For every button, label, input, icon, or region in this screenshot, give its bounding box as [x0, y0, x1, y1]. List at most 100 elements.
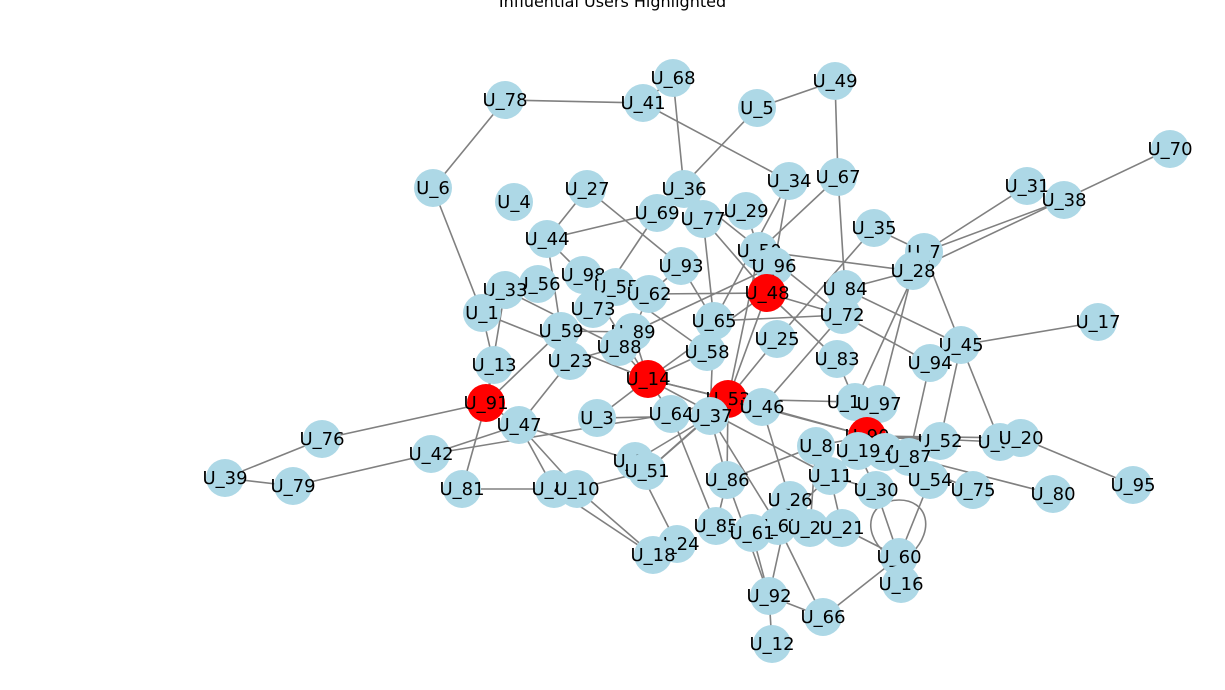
node-U_44: U_44 [524, 220, 570, 258]
edge-U_28-U_97 [878, 270, 914, 405]
edge-U_14-U_11 [647, 378, 831, 477]
node-U_37: U_37 [687, 397, 733, 435]
node-U_59: U_59 [538, 312, 584, 350]
node-U_81: U_81 [439, 470, 485, 508]
node-circle-U_97 [860, 385, 898, 423]
node-label-U_1: U_1 [465, 303, 499, 324]
node-label-U_28: U_28 [890, 261, 935, 282]
node-label-U_8: U_8 [799, 436, 833, 457]
node-circle-U_21 [823, 509, 861, 547]
node-circle-U_59 [542, 312, 580, 350]
node-circle-U_80 [1034, 475, 1072, 513]
node-label-U_58: U_58 [684, 342, 729, 363]
node-U_18: U_18 [630, 536, 676, 574]
node-U_33: U_33 [482, 271, 528, 309]
node-U_23: U_23 [547, 342, 593, 380]
node-label-U_48: U_48 [744, 283, 789, 304]
node-circle-U_79 [274, 467, 312, 505]
node-U_67: U_67 [815, 158, 861, 196]
edge-U_38-U_7 [923, 199, 1065, 253]
node-label-U_64: U_64 [648, 404, 693, 425]
node-circle-U_14 [629, 360, 667, 398]
node-U_54: U_54 [907, 461, 953, 499]
node-label-U_75: U_75 [950, 480, 995, 501]
node-U_31: U_31 [1004, 167, 1050, 205]
node-label-U_25: U_25 [754, 329, 799, 350]
edge-U_31-U_7 [923, 185, 1028, 253]
node-circle-U_54 [911, 461, 949, 499]
edge-U_37-U_63 [709, 415, 779, 527]
node-label-U_55: U_55 [593, 277, 638, 298]
node-label-U_33: U_33 [482, 280, 527, 301]
node-label-U_22: U_22 [787, 518, 832, 539]
node-U_13: U_13 [471, 346, 517, 384]
node-label-U_77: U_77 [680, 209, 725, 230]
node-U_47: U_47 [496, 406, 542, 444]
node-U_77: U_77 [680, 200, 726, 238]
node-circle-U_36 [665, 170, 703, 208]
node-U_46: U_46 [739, 388, 785, 426]
node-label-U_69: U_69 [634, 203, 679, 224]
node-U_42: U_42 [408, 435, 454, 473]
node-label-U_84: U_84 [822, 279, 867, 300]
node-circle-U_33 [486, 271, 524, 309]
node-label-U_46: U_46 [739, 397, 784, 418]
node-U_5: U_5 [738, 89, 776, 127]
node-label-U_3: U_3 [580, 408, 614, 429]
edge-U_42-U_64 [430, 413, 672, 455]
node-U_94: U_94 [907, 344, 953, 382]
node-U_38: U_38 [1041, 181, 1087, 219]
node-label-U_36: U_36 [661, 179, 706, 200]
node-label-U_83: U_83 [814, 349, 859, 370]
node-circle-U_68 [654, 59, 692, 97]
node-label-U_39: U_39 [202, 468, 247, 489]
node-circle-U_64 [652, 395, 690, 433]
node-label-U_87: U_87 [886, 447, 931, 468]
node-label-U_66: U_66 [800, 607, 845, 628]
node-label-U_4: U_4 [497, 192, 531, 213]
node-U_36: U_36 [661, 170, 707, 208]
node-label-U_10: U_10 [554, 479, 599, 500]
node-U_20: U_20 [998, 419, 1044, 457]
node-label-U_94: U_94 [907, 353, 952, 374]
node-label-U_27: U_27 [564, 179, 609, 200]
node-circle-U_25 [758, 320, 796, 358]
node-label-U_31: U_31 [1004, 176, 1049, 197]
node-label-U_47: U_47 [496, 415, 541, 436]
node-U_49: U_49 [812, 62, 858, 100]
node-U_79: U_79 [270, 467, 316, 505]
node-U_75: U_75 [950, 471, 996, 509]
node-label-U_21: U_21 [819, 518, 864, 539]
node-U_61: U_61 [729, 514, 775, 552]
node-U_69: U_69 [634, 194, 680, 232]
node-label-U_59: U_59 [538, 321, 583, 342]
node-U_3: U_3 [578, 399, 616, 437]
node-circle-U_72 [823, 296, 861, 334]
node-circle-U_93 [662, 247, 700, 285]
node-label-U_20: U_20 [998, 428, 1043, 449]
node-circle-U_27 [568, 170, 606, 208]
node-label-U_16: U_16 [878, 574, 923, 595]
edge-U_84-U_45 [844, 288, 962, 346]
edge-U_6-U_1 [432, 187, 483, 314]
node-U_88: U_88 [596, 328, 642, 366]
node-label-U_70: U_70 [1147, 139, 1192, 160]
node-U_51: U_51 [624, 452, 670, 490]
node-label-U_88: U_88 [596, 337, 641, 358]
node-label-U_26: U_26 [767, 490, 812, 511]
node-label-U_29: U_29 [723, 201, 768, 222]
node-label-U_93: U_93 [658, 256, 703, 277]
node-circle-U_56 [519, 265, 557, 303]
node-U_62: U_62 [626, 275, 672, 313]
node-label-U_38: U_38 [1041, 190, 1086, 211]
node-circle-U_39 [206, 459, 244, 497]
node-U_17: U_17 [1075, 303, 1121, 341]
node-circle-U_47 [500, 406, 538, 444]
node-circle-U_1 [463, 294, 501, 332]
edge-U_35-U_25 [776, 227, 875, 340]
node-circle-U_3 [578, 399, 616, 437]
node-U_35: U_35 [851, 209, 897, 247]
node-circle-U_78 [486, 81, 524, 119]
node-circle-U_75 [954, 471, 992, 509]
